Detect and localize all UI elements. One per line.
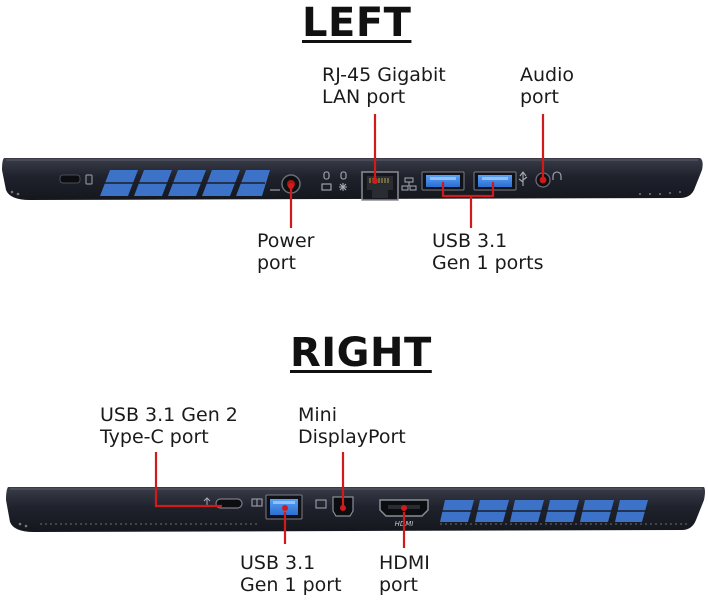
power-port-label: Power port (257, 230, 315, 274)
left-usb-port-2 (473, 171, 517, 191)
lan-port-label: RJ-45 Gigabit LAN port (322, 64, 446, 108)
left-callout-lines (289, 114, 545, 228)
hdmi-port-label: HDMI port (379, 552, 430, 596)
left-usb-ports-label: USB 3.1 Gen 1 ports (432, 230, 544, 274)
usb-typec-port (203, 497, 263, 509)
right-heading: RIGHT (290, 330, 432, 376)
audio-port-label: Audio port (520, 64, 575, 108)
kensington-lock-slot (59, 174, 93, 185)
status-led-icons (321, 171, 347, 191)
left-usb-port-1 (421, 171, 465, 191)
right-callout-lines (154, 452, 406, 548)
right-usb-port-label: USB 3.1 Gen 1 port (240, 552, 342, 596)
typec-port-label: USB 3.1 Gen 2 Type-C port (100, 404, 238, 448)
usb-symbol-icon (518, 171, 528, 186)
rj45-port (361, 171, 417, 201)
left-heading: LEFT (302, 0, 412, 46)
minidp-port-label: Mini DisplayPort (298, 404, 406, 448)
